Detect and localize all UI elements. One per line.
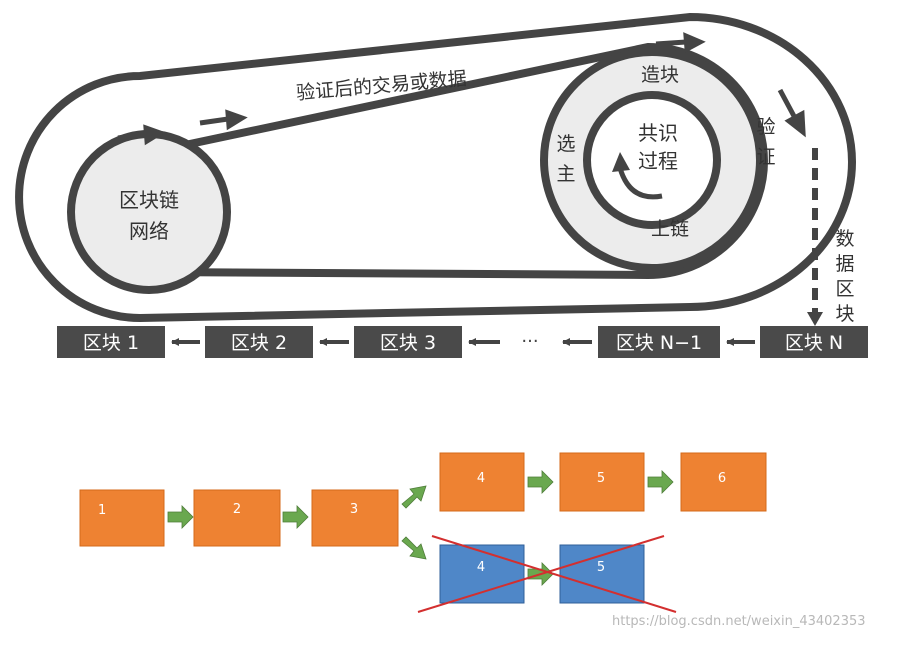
block-3 bbox=[354, 326, 462, 358]
side-label-char-1: 数 bbox=[835, 228, 854, 250]
arrow-3-4-down bbox=[401, 536, 427, 560]
upper-block-4-label: 4 bbox=[477, 471, 485, 486]
ring-left-char-1: 选 bbox=[556, 133, 575, 155]
side-label-char-2: 据 bbox=[835, 253, 854, 275]
block-n-minus-1-label: 区块 N−1 bbox=[616, 332, 702, 354]
network-wheel bbox=[67, 130, 231, 294]
watermark: https://blog.csdn.net/weixin_43402353 bbox=[612, 614, 866, 629]
consensus-label-2: 过程 bbox=[638, 149, 678, 173]
block-n-minus-1 bbox=[598, 326, 720, 358]
main-block-1-label: 1 bbox=[98, 503, 106, 518]
lower-block-4-label: 4 bbox=[477, 560, 485, 575]
network-label-1: 区块链 bbox=[119, 188, 179, 212]
upper-block-6 bbox=[680, 452, 767, 512]
belt-arrows bbox=[117, 32, 806, 146]
block-2-label: 区块 2 bbox=[231, 332, 287, 354]
arrow-2-3 bbox=[282, 505, 309, 529]
dashed-arrowhead bbox=[807, 312, 823, 326]
consensus-loop-diagram: 验证后的交易或数据 区块链 网络 共识 过程 造块 上链 选 主 验 证 数 据… bbox=[15, 12, 856, 326]
ring-bottom-label: 上链 bbox=[651, 218, 689, 240]
main-block-3 bbox=[311, 489, 399, 547]
fork-arrows bbox=[167, 470, 674, 586]
orphan-cross bbox=[417, 535, 677, 613]
upper-block-5-label: 5 bbox=[597, 471, 605, 486]
lower-block-5-label: 5 bbox=[597, 560, 605, 575]
side-label-char-4: 块 bbox=[835, 303, 854, 325]
arrow-3-4-up bbox=[401, 485, 427, 509]
ring-top-label: 造块 bbox=[641, 64, 679, 86]
ring-right-char-1: 验 bbox=[756, 116, 775, 138]
block-chain-row: 区块 1 区块 2 区块 3 ··· 区块 N−1 区块 N bbox=[57, 326, 868, 358]
block-1 bbox=[57, 326, 165, 358]
consensus-label-1: 共识 bbox=[638, 121, 678, 145]
arrow-1-2 bbox=[167, 505, 194, 529]
consensus-core bbox=[583, 91, 721, 229]
side-label-char-3: 区 bbox=[835, 278, 854, 300]
block-ellipsis: ··· bbox=[521, 331, 538, 352]
upper-block-4 bbox=[439, 452, 525, 512]
upper-block-6-label: 6 bbox=[718, 471, 726, 486]
block-2 bbox=[205, 326, 313, 358]
main-block-1 bbox=[79, 489, 165, 547]
lower-block-4 bbox=[439, 544, 525, 604]
network-label-2: 网络 bbox=[129, 219, 169, 243]
block-n bbox=[760, 326, 868, 358]
block-1-label: 区块 1 bbox=[83, 332, 139, 354]
fork-diagram: 1 2 3 4 5 6 4 5 bbox=[79, 452, 767, 613]
main-block-2-label: 2 bbox=[233, 502, 241, 517]
arrow-5-6-up bbox=[647, 470, 674, 494]
main-block-3-label: 3 bbox=[350, 502, 358, 517]
upper-block-5 bbox=[559, 452, 645, 512]
consensus-cycle-arrowhead bbox=[612, 152, 630, 172]
arrow-4-5-up bbox=[527, 470, 554, 494]
block-3-label: 区块 3 bbox=[380, 332, 436, 354]
consensus-cycle-arrow bbox=[617, 167, 663, 200]
ring-right-char-2: 证 bbox=[756, 146, 775, 168]
ring-left-char-2: 主 bbox=[556, 163, 575, 185]
block-n-label: 区块 N bbox=[785, 332, 843, 354]
main-block-2 bbox=[193, 489, 281, 547]
